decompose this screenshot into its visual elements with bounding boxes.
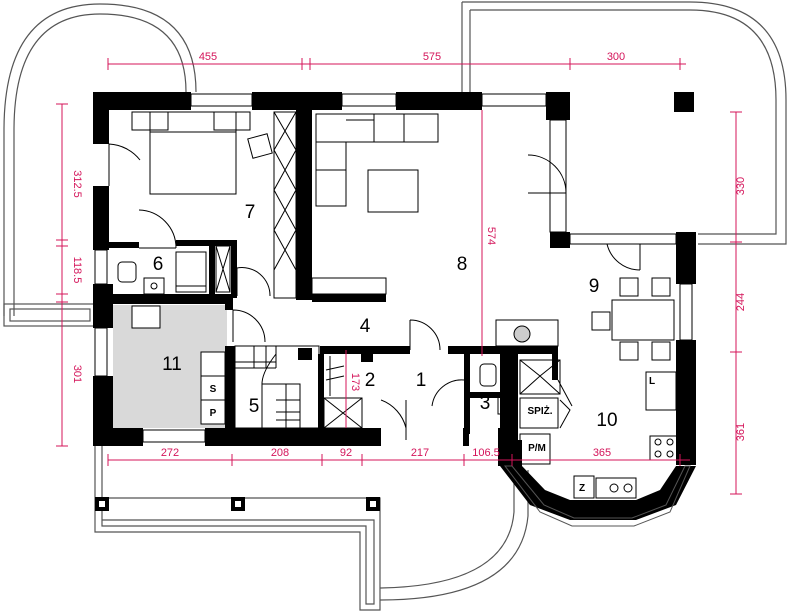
windows [94,93,693,443]
label-z: Z [579,483,585,494]
room-4-label: 4 [360,316,371,337]
terrace-outlines [3,1,787,611]
kitchen-bay [500,465,696,527]
stairs [234,345,363,429]
dim-interior-173: 173 [349,373,361,391]
bedroom-furniture [131,111,297,299]
living-furniture [311,113,439,295]
walls [93,92,696,466]
room-5-label: 5 [249,396,260,417]
dim-left-2: 118.5 [71,257,83,284]
dim-bottom-3: 92 [340,447,352,459]
dim-right-2: 244 [735,293,747,311]
room-7-label: 7 [245,202,256,223]
dim-right-3: 361 [735,423,747,441]
dining-furniture [591,277,675,361]
dim-interior-574: 574 [485,227,497,245]
room-10-label: 10 [596,410,617,431]
dim-bottom-6: 365 [593,447,611,459]
dim-top-2: 575 [423,51,441,63]
dimension-lines [56,58,742,495]
fixture-labels: S P SPIŻ. P/M Z L [210,376,655,494]
wc-fixtures [479,363,515,415]
room-6-label: 6 [153,254,164,275]
room-9-label: 9 [589,276,600,297]
room-11-label: 11 [162,354,182,375]
dim-bottom-2: 208 [271,447,289,459]
dim-bottom-1: 272 [161,447,179,459]
room-1-label: 1 [416,370,427,391]
label-spiz: SPIŻ. [527,404,552,417]
dim-left-1: 312.5 [71,170,83,198]
room-2-label: 2 [365,370,376,391]
garage-storage [131,305,226,425]
dim-top-3: 300 [607,51,625,63]
dim-bottom-5: 106.5 [472,447,500,459]
label-pm: P/M [528,443,546,454]
label-p: P [210,408,217,419]
bathroom-fixtures [117,251,207,295]
room-3-label: 3 [480,393,491,414]
dim-left-3: 301 [71,365,83,383]
dim-right-1: 330 [735,177,747,195]
label-l: L [649,376,655,387]
dimension-labels: 455 575 300 312.5 118.5 301 330 244 3 61 … [71,51,747,459]
dim-top-1: 455 [199,51,217,63]
room-numbers: 1 2 3 4 5 6 7 8 9 10 11 [153,202,618,431]
room-8-label: 8 [457,254,468,275]
label-s: S [210,384,217,395]
dim-bottom-4: 217 [411,447,429,459]
doors [108,143,641,440]
